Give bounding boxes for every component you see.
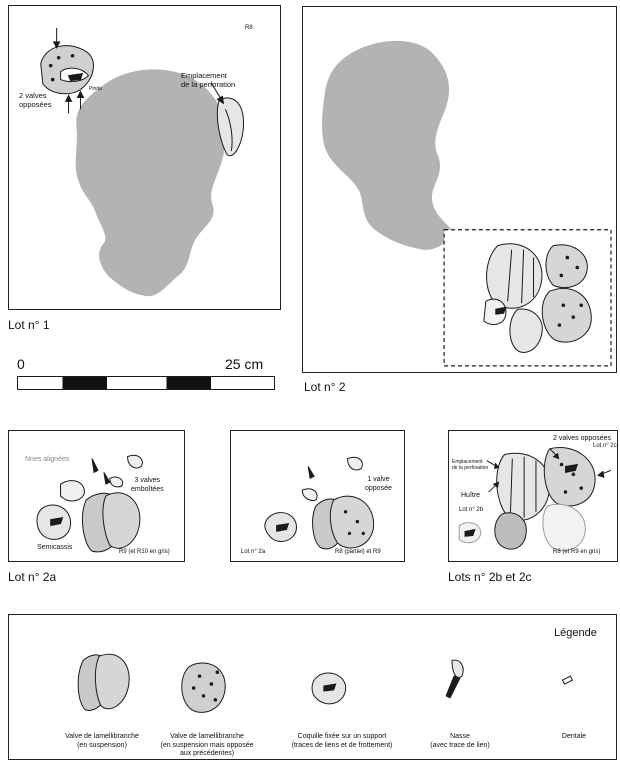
lot1-perforation-note: Emplacement de la perforation — [181, 71, 235, 89]
lot1-caption: Lot n° 1 — [8, 318, 50, 332]
lot2bc-panel: Emplacement de la perforation 2 valves o… — [448, 430, 618, 562]
detail-valve-note: 1 valve opposée — [365, 475, 392, 493]
lot2-panel — [302, 6, 617, 373]
lot2a-valves-note: 3 valves emboîtées — [131, 476, 164, 494]
lot2-drawing — [303, 7, 616, 372]
fixed-shell-icon — [312, 673, 346, 704]
lot2-detail-drawing — [231, 431, 404, 561]
skull-silhouette — [322, 41, 452, 250]
lot2bc-valves-note: 2 valves opposées — [553, 434, 611, 443]
skull-silhouette — [76, 69, 226, 296]
legend-label-opposed: Valve de lamellibranche (en suspension m… — [142, 733, 272, 759]
lot2a-semicassis-note: Semicassis — [37, 543, 72, 552]
lot2a-ref: R9 (et R10 en gris) — [119, 549, 170, 556]
scale-bar — [17, 376, 275, 390]
scale-start: 0 — [17, 356, 25, 372]
dentale-icon — [563, 676, 573, 684]
lot2a-caption: Lot n° 2a — [8, 570, 56, 584]
detail-ref: R8 (partiel) et R9 — [335, 549, 381, 556]
shell-top-left — [41, 46, 94, 94]
legend-panel: Légende Valve de lamellibranche (en susp… — [8, 614, 617, 760]
lot1-drawing — [9, 6, 280, 309]
suspended-valve-icon — [78, 654, 129, 710]
legend-label-nasse: Nasse (avec trace de lien) — [395, 733, 525, 750]
lot2bc-huitre-note: Huître — [461, 491, 480, 500]
lot2bc-lot2b-note: Lot n° 2b — [459, 507, 483, 514]
lot1-ref: R8 — [245, 25, 253, 32]
lot2bc-perforation-note: Emplacement de la perforation — [452, 459, 488, 471]
lot2a-drawing — [9, 431, 184, 561]
lot2bc-caption: Lots n° 2b et 2c — [448, 570, 532, 584]
lot2a-nasses-note: Nnes alignées — [25, 455, 69, 464]
scale-end: 25 cm — [225, 356, 263, 372]
lot2-detail-panel: 1 valve opposée Lot n° 2a R8 (partiel) e… — [230, 430, 405, 562]
opposed-valve-icon — [182, 663, 225, 712]
lot2bc-ref: R8 (et R9 en gris) — [553, 549, 600, 556]
lot1-valves-note: 2 valves opposées — [19, 91, 52, 109]
nasse-icon — [446, 660, 463, 698]
lot1-panel: R8 Pinda 2 valves opposées Emplacement d… — [8, 5, 281, 310]
lot1-pinna-note: Pinda — [89, 86, 102, 93]
lot2-caption: Lot n° 2 — [304, 380, 346, 394]
legend-label-dentale: Dentale — [509, 733, 620, 742]
detail-lot-note: Lot n° 2a — [241, 549, 265, 556]
lot2a-panel: Nnes alignées 3 valves emboîtées Semicas… — [8, 430, 185, 562]
lot2bc-lot2c-note: Lot n° 2c — [593, 443, 617, 450]
